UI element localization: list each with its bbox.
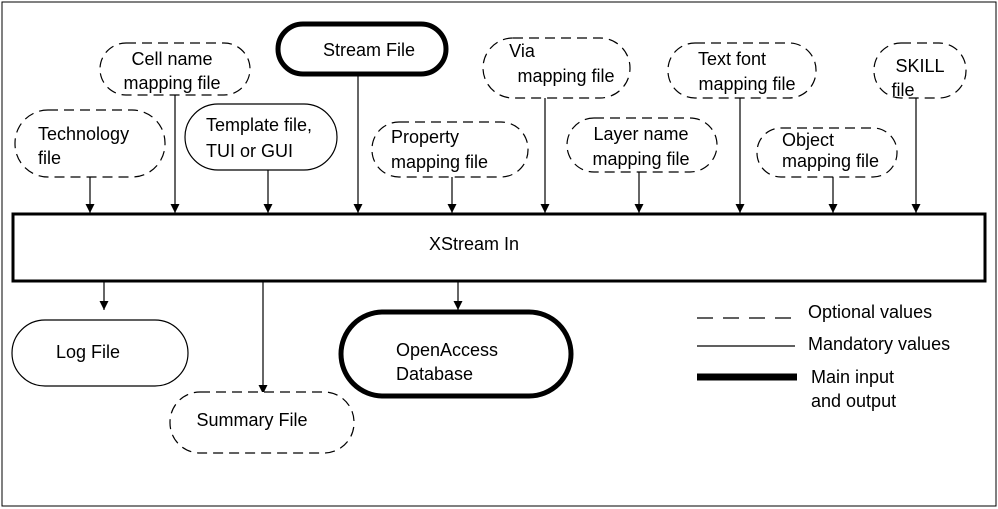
node-technology-line2: file [38,148,61,168]
node-log-file: Log File [11,319,189,387]
node-layer-name-line2: mapping file [592,149,689,169]
node-text-font-line2: mapping file [698,74,795,94]
node-via-mapping: Via mapping file [482,37,631,99]
node-object-line1: Object [782,130,834,150]
node-summary-file: Summary File [169,391,355,454]
node-openaccess-line2: Database [396,364,473,384]
node-template-line2: TUI or GUI [206,141,293,161]
node-via-line2: mapping file [517,66,614,86]
legend-main-line2: and output [811,391,896,411]
node-technology-line1: Technology [38,124,129,144]
node-via-line1: Via [509,41,536,61]
node-cell-name-line2: mapping file [123,73,220,93]
node-log-label: Log File [56,342,120,362]
legend-main-line1: Main input [811,367,894,387]
node-property-mapping: Property mapping file [371,121,529,178]
legend-mandatory-label: Mandatory values [808,334,950,354]
node-skill-line2: file [891,80,914,100]
legend: Optional values Mandatory values Main in… [697,302,950,411]
node-template-line1: Template file, [206,115,312,135]
node-stream-file: Stream File [275,21,449,77]
node-technology-file: Technology file [14,109,166,178]
node-layer-name-line1: Layer name [593,124,688,144]
node-cell-name-mapping: Cell name mapping file [99,42,251,96]
node-stream-file-label: Stream File [323,40,415,60]
legend-optional-label: Optional values [808,302,932,322]
node-openaccess-line1: OpenAccess [396,340,498,360]
process-xstream-in: XStream In [11,212,987,283]
process-label: XStream In [429,234,519,254]
node-summary-label: Summary File [196,410,307,430]
node-skill-line1: SKILL [895,56,944,76]
node-template-file: Template file, TUI or GUI [184,103,338,171]
node-cell-name-line1: Cell name [131,49,212,69]
node-skill-file: SKILL file [873,42,967,100]
node-object-line2: mapping file [782,151,879,171]
node-property-line2: mapping file [391,152,488,172]
input-connectors [85,74,921,213]
output-connectors [99,281,463,394]
node-openaccess-database: OpenAccess Database [338,309,574,399]
node-layer-name-mapping: Layer name mapping file [566,117,718,173]
node-property-line1: Property [391,127,459,147]
node-text-font-mapping: Text font mapping file [667,42,817,99]
node-text-font-line1: Text font [698,49,766,69]
node-object-mapping: Object mapping file [756,127,898,178]
